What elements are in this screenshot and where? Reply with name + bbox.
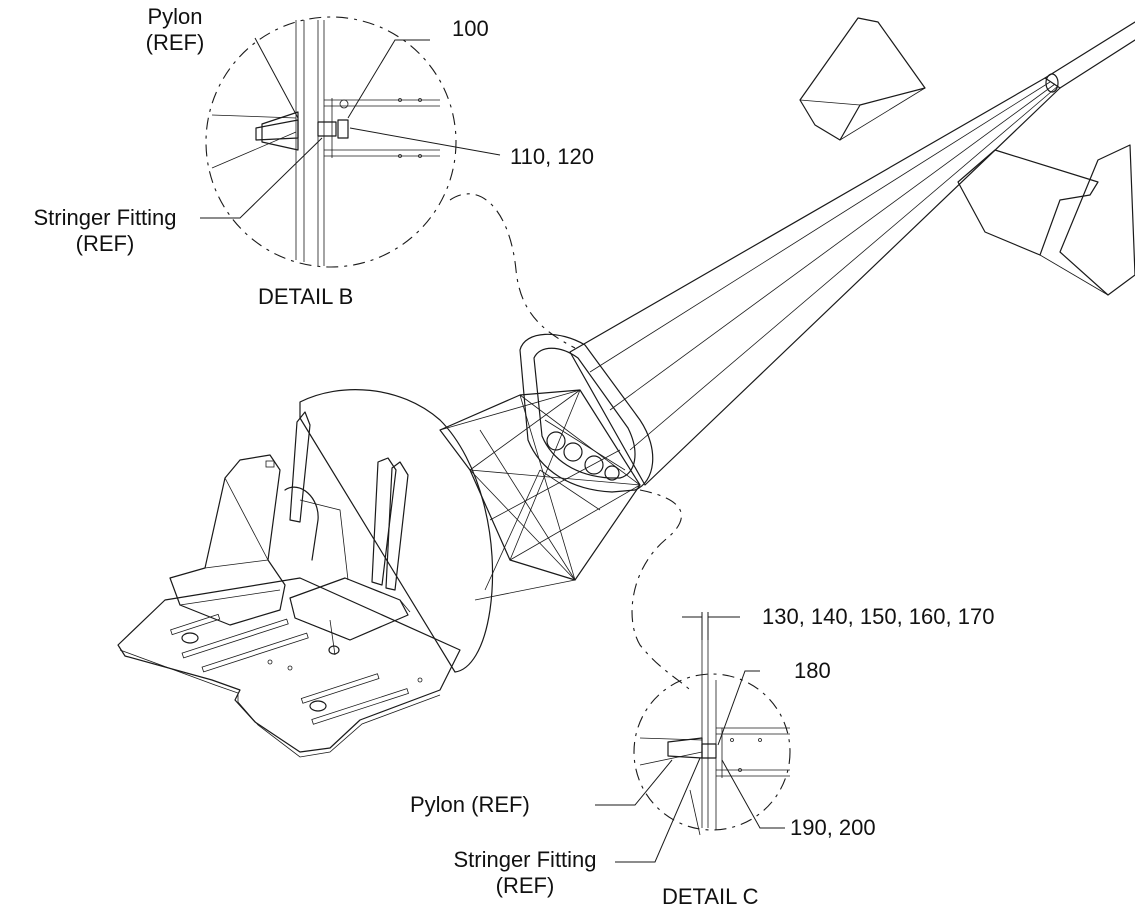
detail-b-connector: [449, 193, 576, 349]
vertical-fin: [799, 17, 926, 141]
detail-b-pylon-line1: Pylon: [147, 4, 203, 29]
detail-b-leaders: [200, 37, 501, 219]
control-panel: [289, 577, 411, 656]
floor-plate: [117, 577, 461, 758]
detail-c-stringer-label: Stringer Fitting (REF): [420, 847, 630, 899]
detail-c-leaders: [595, 670, 785, 863]
detail-c-pylon-label: Pylon (REF): [410, 792, 530, 817]
detail-b-pylon-line2: (REF): [145, 30, 205, 55]
detail-b-title: DETAIL B: [258, 284, 354, 309]
detail-c-title: DETAIL C: [662, 884, 759, 909]
detail-c-part-180: 180: [794, 658, 831, 683]
detail-b-parts-110-120: 110, 120: [510, 144, 595, 169]
seat: [169, 454, 349, 626]
horizontal-stabilizer: [957, 144, 1135, 296]
detail-c-parts-130-170: 130, 140, 150, 160, 170: [762, 604, 995, 629]
detail-c-dimension: [682, 612, 740, 640]
tail-boom: [569, 21, 1135, 486]
detail-b-pylon-label: Pylon (REF): [120, 4, 230, 56]
firewall-bulkhead: [299, 389, 494, 673]
detail-b-stringer-label: Stringer Fitting (REF): [0, 205, 210, 257]
detail-c-parts-190-200: 190, 200: [790, 815, 876, 840]
detail-b-stringer-line1: Stringer Fitting: [33, 205, 177, 230]
detail-c-connector: [631, 489, 691, 691]
detail-b-part-100: 100: [452, 16, 489, 41]
cabin-posts: [289, 411, 409, 591]
detail-c-view: [633, 625, 791, 836]
detail-c-stringer-line2: (REF): [495, 873, 555, 898]
detail-c-stringer-line1: Stringer Fitting: [453, 847, 597, 872]
detail-b-view: [205, 16, 457, 268]
detail-b-stringer-line2: (REF): [75, 231, 135, 256]
boom-attach-frame: [519, 333, 654, 493]
pylon-truss: [439, 389, 641, 601]
